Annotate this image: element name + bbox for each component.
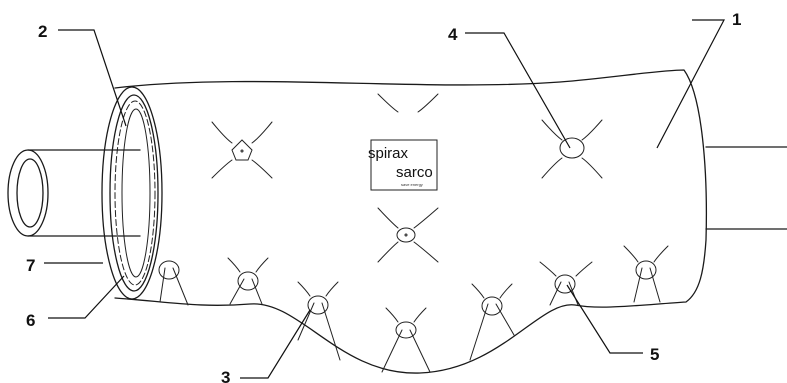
right-pipe [705,146,787,230]
eyelet-center [377,207,439,263]
callout-3: 3 [221,368,230,383]
callout-1: 1 [732,10,741,29]
leader-6 [48,275,125,319]
leader-lines [44,19,725,379]
left-pipe [7,149,141,237]
brand-line1: spirax [368,145,409,162]
brand-label: spirax sarco save energy [368,139,438,191]
lacing-eyelet-2 [227,257,269,305]
lacing-eyelet-5 [469,283,515,361]
top-crease [377,93,439,113]
eyelet-left-top [211,121,273,179]
leader-4 [465,32,571,149]
brand-line2: sarco [396,164,433,181]
callout-7: 7 [26,256,35,275]
callout-2: 2 [38,22,47,41]
end-collar [101,86,163,300]
brand-tagline: save energy [401,182,423,187]
eyelet-right-top [541,119,603,179]
leader-2 [58,29,127,127]
leader-5 [566,284,643,354]
callout-4: 4 [448,25,458,44]
leader-3 [240,309,311,379]
lacing-eyelet-3 [297,281,341,361]
callout-6: 6 [26,311,35,330]
lacing-eyelet-1 [158,260,189,306]
callout-5: 5 [650,345,659,364]
jacket-body [114,69,708,374]
lacing-eyelet-4 [381,307,431,373]
leader-1 [656,19,725,149]
lacing-eyelet-7 [623,245,669,303]
lacing-eyelet-6 [539,261,593,306]
